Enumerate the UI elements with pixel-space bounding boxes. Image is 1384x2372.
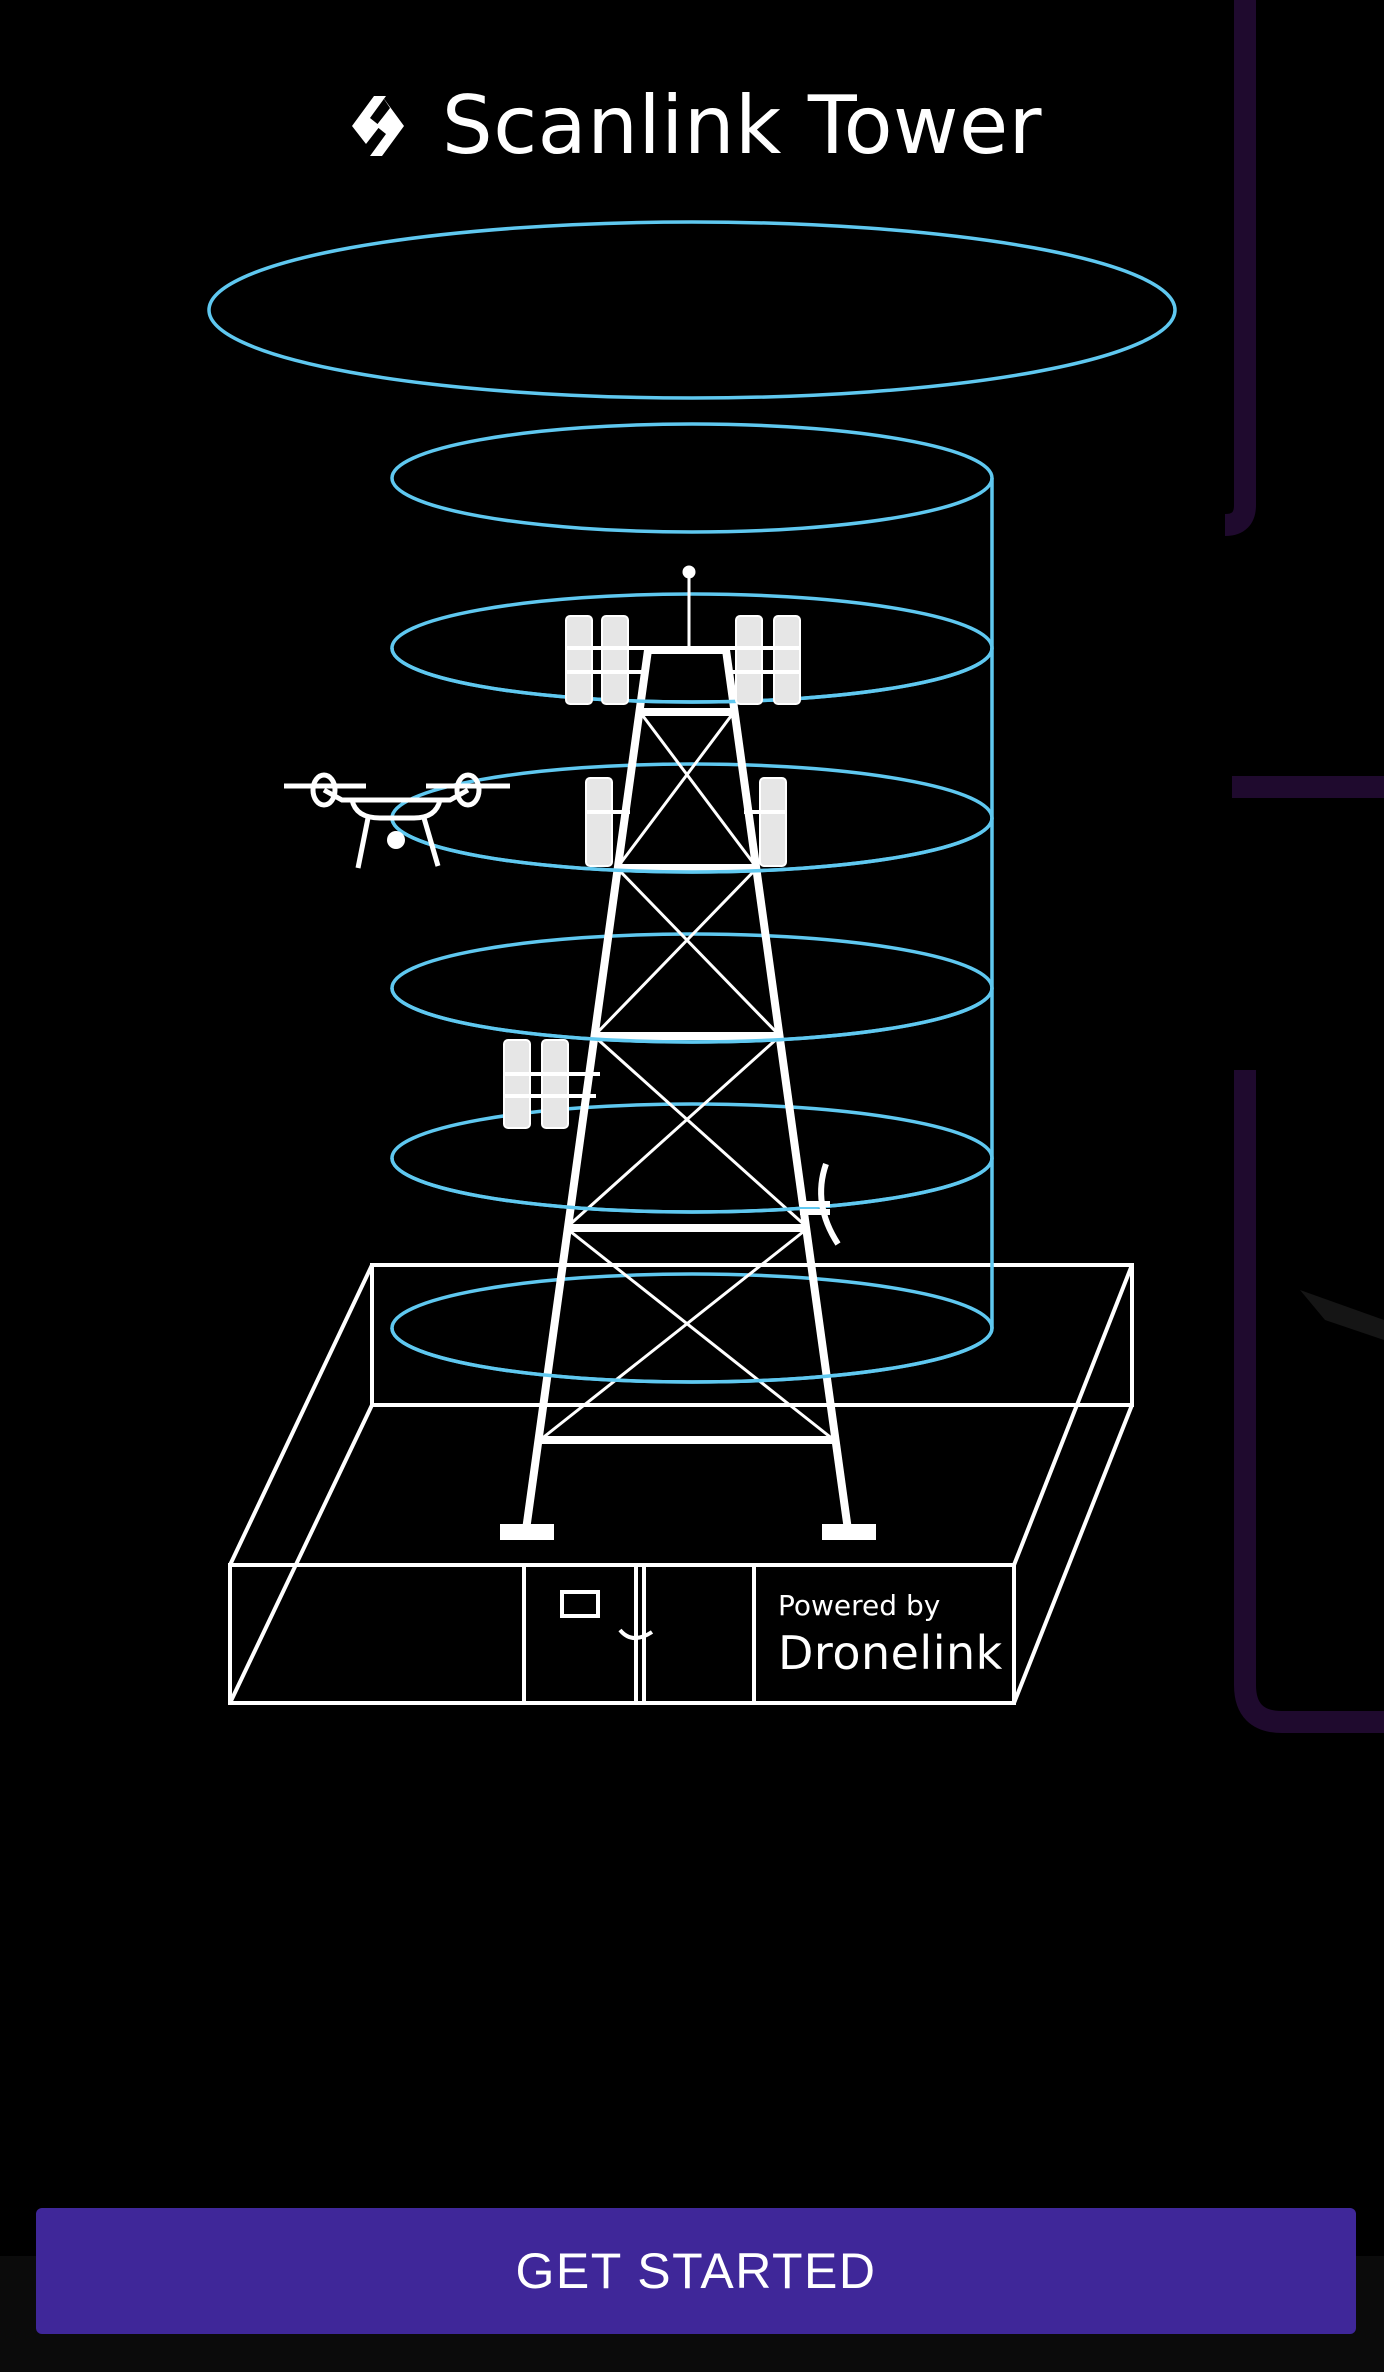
drone-camera xyxy=(387,831,405,849)
get-started-button[interactable]: GET STARTED xyxy=(36,2208,1356,2334)
antenna-mast xyxy=(682,565,696,650)
tower-foot-right xyxy=(822,1524,876,1540)
dish-antenna xyxy=(800,1163,841,1246)
scan-rings-front xyxy=(390,647,994,1384)
app-header: Scanlink Tower xyxy=(0,66,1384,186)
tower-structure xyxy=(228,1263,1134,1705)
drone-icon xyxy=(284,772,510,869)
antenna-brackets xyxy=(504,646,800,1098)
chevron-diamond-logo-icon xyxy=(351,96,404,156)
side-panel-shadow xyxy=(1300,1290,1384,1340)
panel-antennas xyxy=(503,615,801,1129)
tower-lattice xyxy=(522,646,852,1531)
side-panel-decoration xyxy=(1224,0,1384,1733)
tower-bracing xyxy=(539,711,835,1442)
powered-by-label: Powered by xyxy=(778,1589,941,1622)
powered-by-brand: Dronelink xyxy=(778,1626,1003,1680)
powered-by-badge: Powered by Dronelink xyxy=(778,1588,1018,1682)
tower-foot-left xyxy=(500,1524,554,1540)
app-title: Scanlink Tower xyxy=(441,79,1043,172)
